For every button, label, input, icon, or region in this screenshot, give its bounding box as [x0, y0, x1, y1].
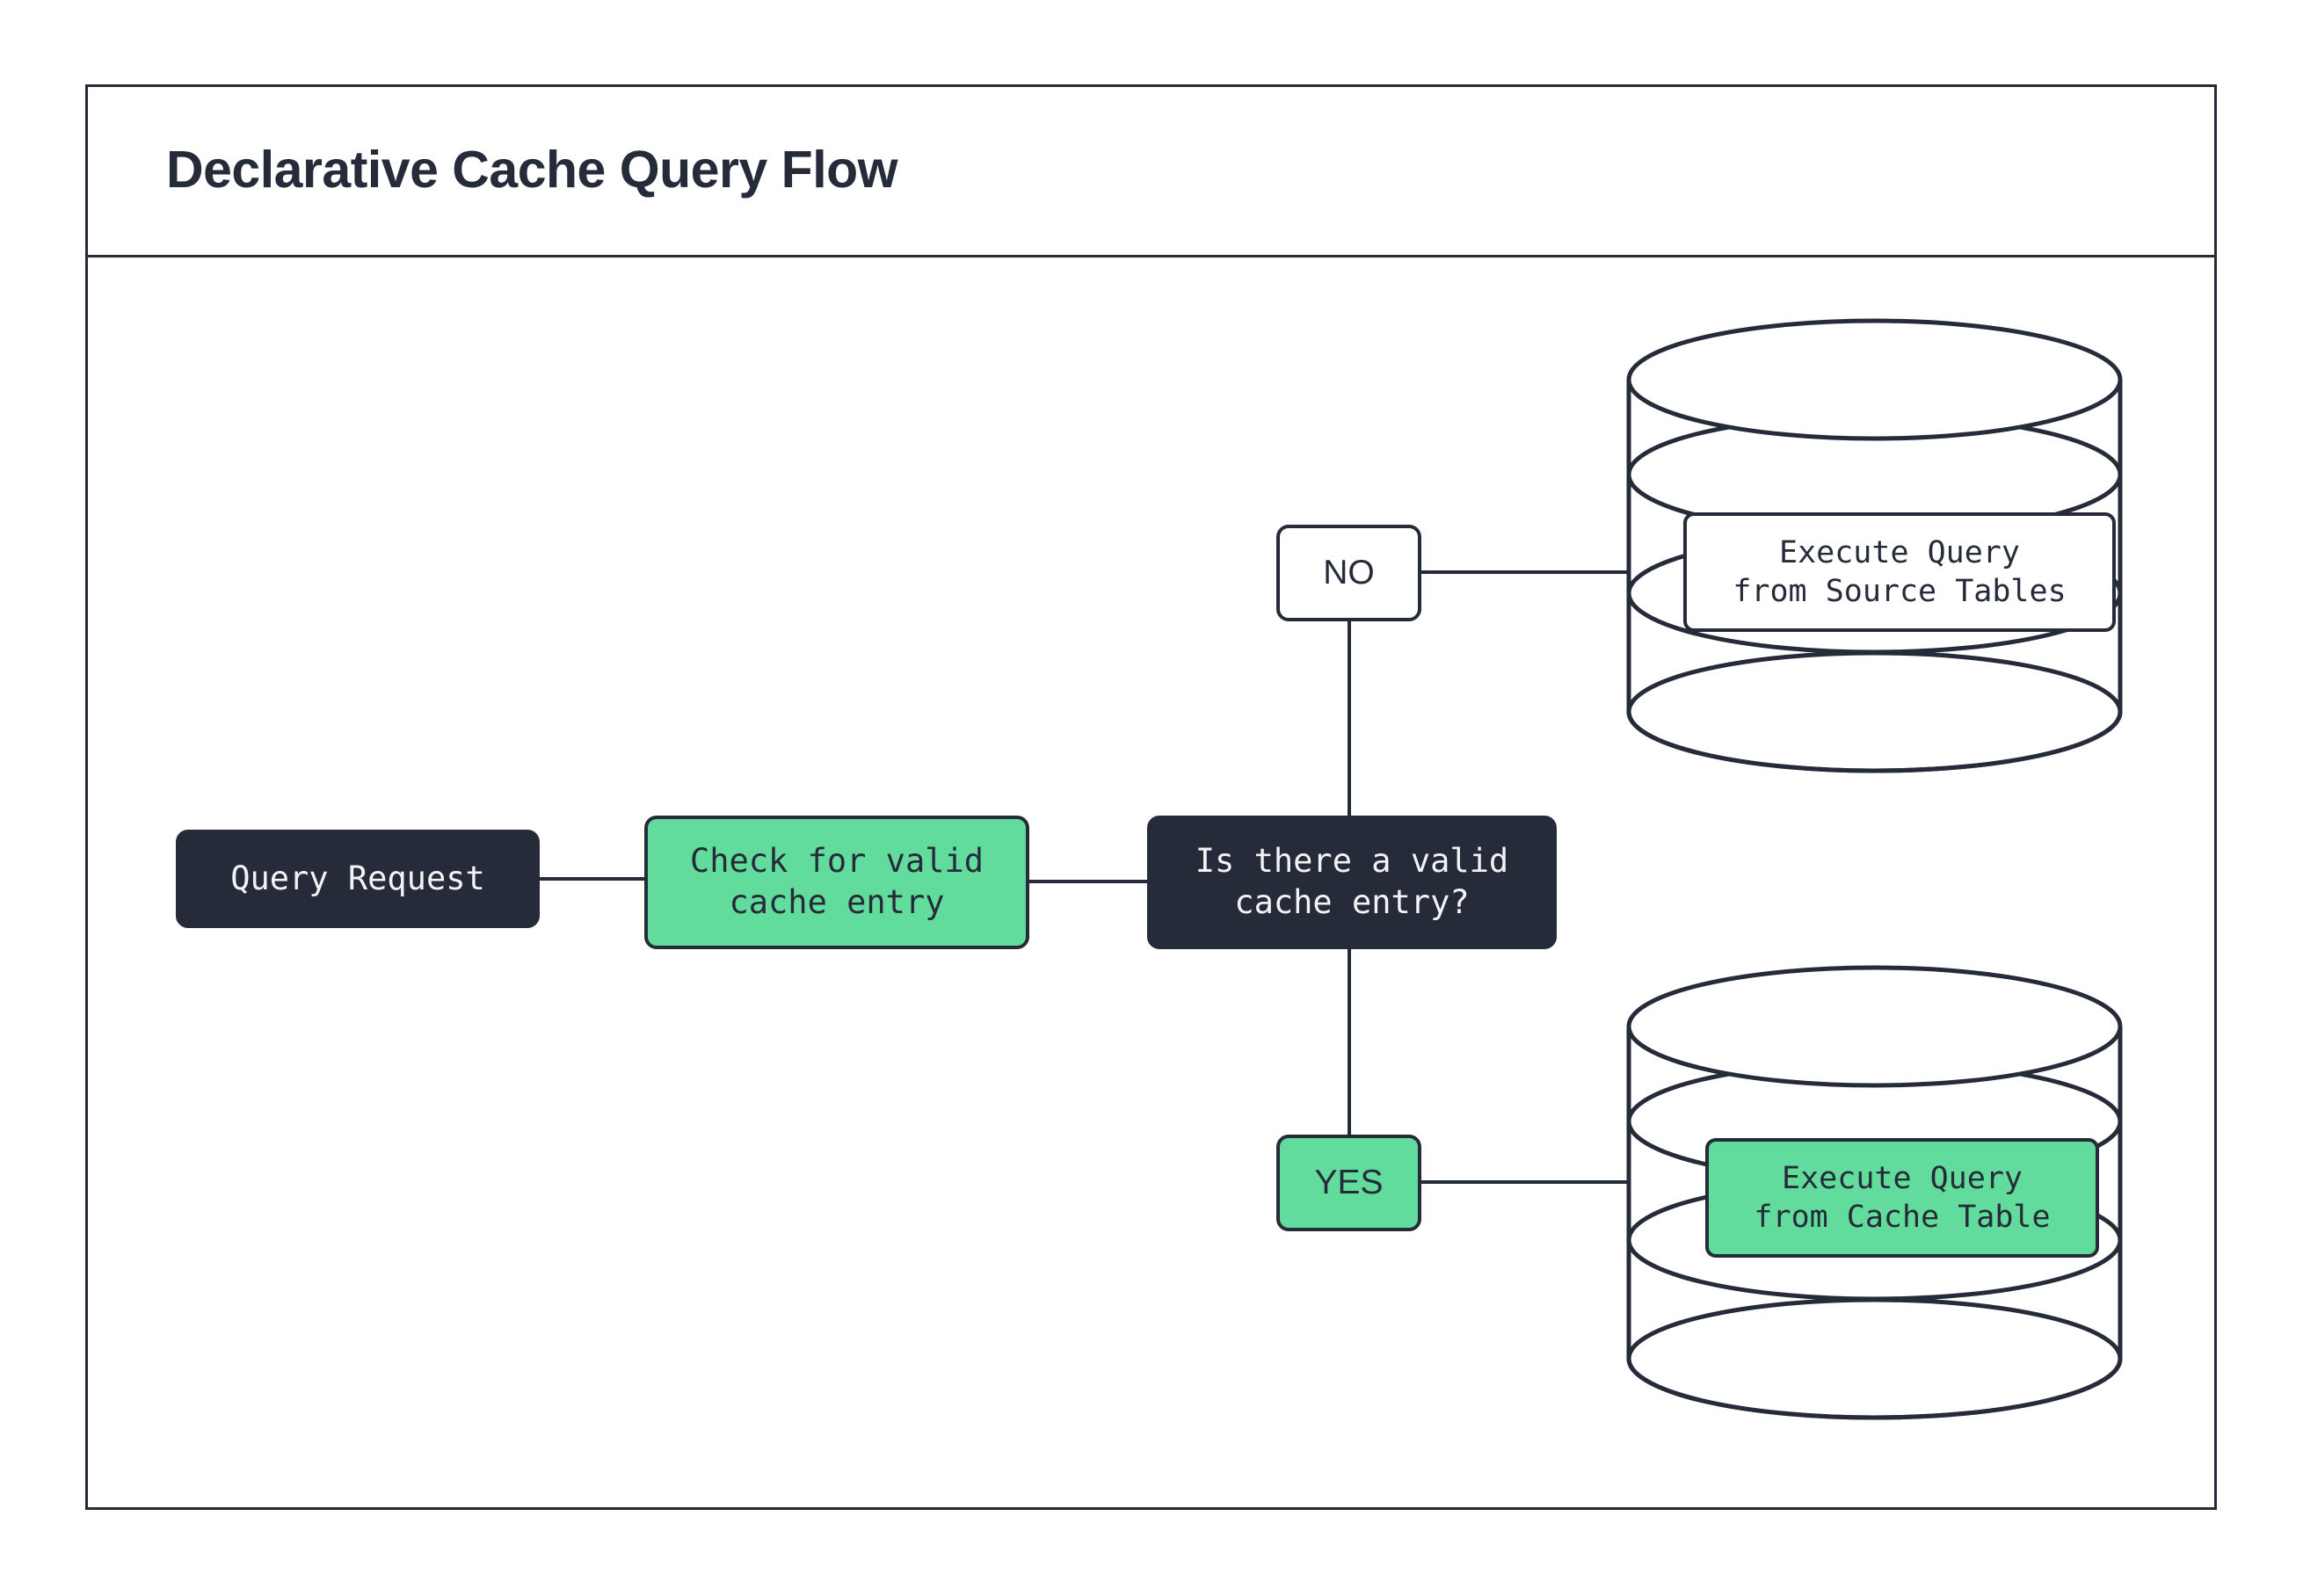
edge-label-yes[interactable]: YES: [1276, 1135, 1421, 1231]
edge-label-no[interactable]: NO: [1276, 525, 1421, 621]
node-execute-query-from-source-tables[interactable]: Execute Query from Source Tables: [1683, 512, 2116, 632]
page-title: Declarative Cache Query Flow: [166, 141, 898, 199]
node-execute-query-from-cache-table[interactable]: Execute Query from Cache Table: [1705, 1138, 2099, 1258]
node-decision-valid-cache-entry[interactable]: Is there a valid cache entry?: [1147, 816, 1557, 949]
diagram-frame: [85, 84, 2217, 1510]
diagram-title-bar: Declarative Cache Query Flow: [85, 84, 2217, 258]
node-check-for-valid-cache-entry[interactable]: Check for valid cache entry: [644, 816, 1029, 949]
node-query-request[interactable]: Query Request: [176, 830, 540, 928]
